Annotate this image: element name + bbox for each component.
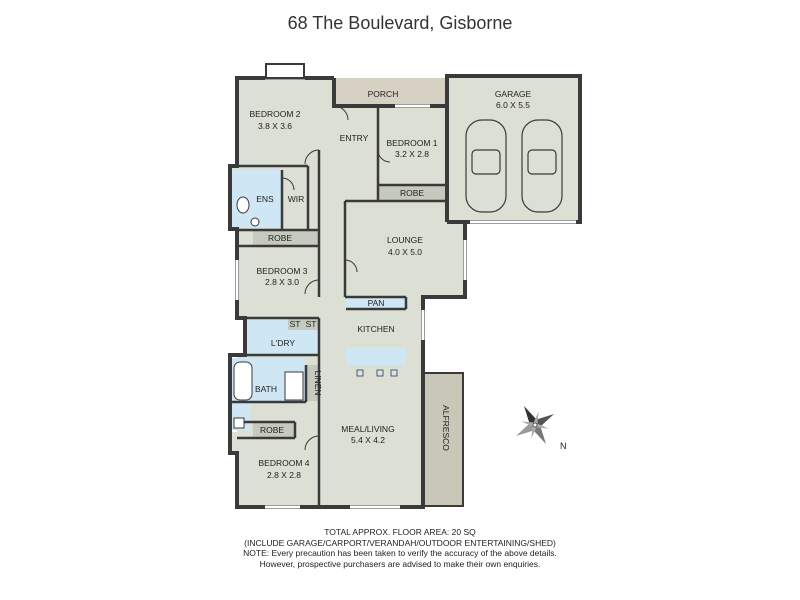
robe-bed3 [253, 230, 319, 246]
bedroom1-dims: 3.2 X 2.8 [395, 149, 429, 159]
bedroom2-label: BEDROOM 2 [249, 109, 300, 119]
bedroom2-dims: 3.8 X 3.6 [258, 121, 292, 131]
windows [235, 76, 467, 509]
alfresco-area [422, 372, 464, 507]
bedroom1-label: BEDROOM 1 [386, 138, 437, 148]
entry-label: ENTRY [340, 133, 369, 143]
st-box [288, 318, 318, 330]
alfresco-label: ALFRESCO [441, 405, 451, 451]
bedroom4-label: BEDROOM 4 [258, 458, 309, 468]
garage-label: GARAGE [495, 89, 532, 99]
lounge-label: LOUNGE [387, 235, 423, 245]
bedroom4-dims: 2.8 X 2.8 [267, 470, 301, 480]
floor-area-text: TOTAL APPROX. FLOOR AREA: 20 SQ [324, 527, 476, 537]
doors [281, 105, 391, 451]
pan-label: PAN [368, 298, 385, 308]
robe-bed4 [253, 422, 295, 438]
footer: TOTAL APPROX. FLOOR AREA: 20 SQ (INCLUDE… [0, 527, 800, 569]
note-line-2: However, prospective purchasers are advi… [259, 558, 541, 569]
wir-label: WIR [288, 194, 305, 204]
robe-bed1 [378, 185, 447, 201]
st1-label: ST [290, 319, 301, 329]
garage-area [445, 74, 582, 224]
kitchen-label: KITCHEN [357, 324, 394, 334]
linen-label: LINEN [313, 370, 323, 395]
interior-walls [230, 106, 447, 507]
linen-box [306, 365, 319, 401]
lounge-dims: 4.0 X 5.0 [388, 247, 422, 257]
st2-label: ST [306, 319, 317, 329]
bedroom3-dims: 2.8 X 3.0 [265, 277, 299, 287]
robe-bed1-label: ROBE [400, 188, 424, 198]
bedroom3-label: BEDROOM 3 [256, 266, 307, 276]
bay-window [265, 63, 305, 79]
ens-label: ENS [256, 194, 274, 204]
page-title: 68 The Boulevard, Gisborne [287, 13, 513, 33]
meal-living-label: MEAL/LIVING [341, 424, 394, 434]
porch-label: PORCH [368, 89, 399, 99]
include-text: (INCLUDE GARAGE/CARPORT/VERANDAH/OUTDOOR… [244, 537, 556, 548]
kitchen-bench [346, 347, 406, 365]
porch-area [334, 78, 446, 106]
kitchen-wet [346, 297, 406, 309]
bar-stools [356, 369, 398, 377]
robe-bed4-label: ROBE [260, 425, 284, 435]
garage-cars [465, 119, 563, 213]
bath-fixtures [233, 196, 304, 429]
ldry-label: L'DRY [271, 338, 295, 348]
compass-icon [515, 405, 555, 445]
bath-label: BATH [255, 384, 277, 394]
garage-dims: 6.0 X 5.5 [496, 100, 530, 110]
robe-bed3-label: ROBE [268, 233, 292, 243]
meal-living-dims: 5.4 X 4.2 [351, 435, 385, 445]
compass-north-label: N [560, 441, 567, 451]
note-line-1: NOTE: Every precaution has been taken to… [243, 548, 557, 558]
